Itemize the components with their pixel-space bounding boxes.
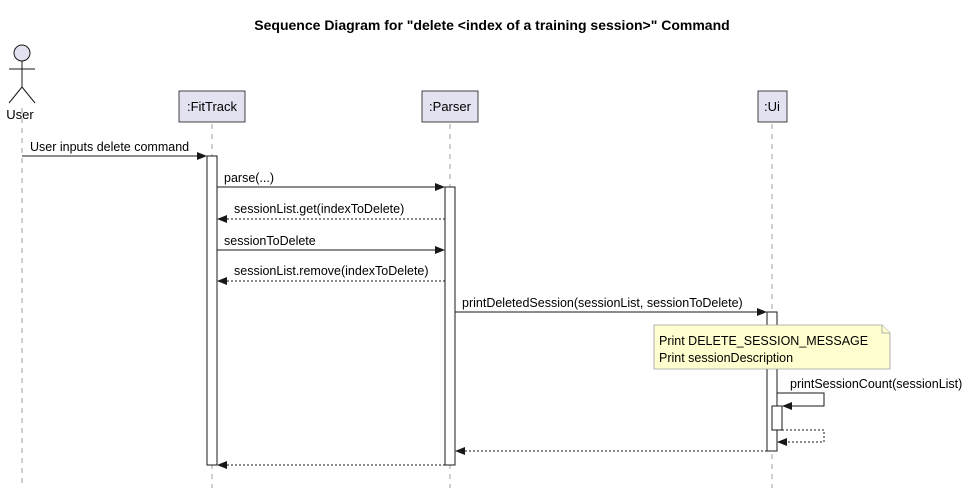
- message-label: printDeletedSession(sessionList, session…: [462, 296, 743, 310]
- message-sessionlist-remove: sessionList.remove(indexToDelete): [217, 264, 445, 285]
- actor-head-icon: [13, 44, 31, 62]
- participant-ui: :Ui: [757, 90, 788, 123]
- arrowhead-icon: [197, 152, 207, 160]
- arrowhead-icon: [217, 215, 227, 223]
- participant-label: :Ui: [764, 99, 780, 114]
- participant-box: [178, 90, 246, 123]
- message-label: parse(...): [224, 171, 274, 185]
- arrowhead-icon: [435, 246, 445, 254]
- participant-label: :Parser: [429, 99, 472, 114]
- note-line-2: Print sessionDescription: [659, 351, 793, 365]
- message-print-deleted-session: printDeletedSession(sessionList, session…: [455, 296, 767, 316]
- message-self-return: [777, 429, 825, 446]
- message-session-to-delete: sessionToDelete: [217, 234, 445, 254]
- fittrack-activation: [206, 155, 218, 466]
- message-print-session-count: printSessionCount(sessionList): [777, 377, 962, 410]
- note: Print DELETE_SESSION_MESSAGE Print sessi…: [653, 324, 891, 370]
- message-user-inputs-delete: User inputs delete command: [22, 140, 207, 160]
- arrowhead-icon: [757, 308, 767, 316]
- message-label: User inputs delete command: [30, 140, 189, 154]
- message-return-parser-to-fittrack: [217, 461, 445, 469]
- note-box: [653, 324, 891, 370]
- message-label: sessionToDelete: [224, 234, 316, 248]
- actor-label: User: [6, 107, 34, 122]
- arrowhead-icon: [455, 447, 465, 455]
- actor-right-leg: [21, 86, 36, 104]
- message-label: printSessionCount(sessionList): [790, 377, 962, 391]
- parser-activation: [444, 186, 456, 466]
- diagram-title: Sequence Diagram for "delete <index of a…: [254, 17, 729, 33]
- user-actor: User: [6, 44, 36, 122]
- participant-parser: :Parser: [421, 90, 479, 123]
- actor-left-leg: [8, 86, 23, 104]
- participant-box: [757, 90, 788, 123]
- message-return-ui-to-parser: [455, 447, 767, 455]
- note-line-1: Print DELETE_SESSION_MESSAGE: [659, 334, 868, 348]
- arrowhead-icon: [217, 277, 227, 285]
- participant-box: [421, 90, 479, 123]
- arrowhead-icon: [217, 461, 227, 469]
- message-parse: parse(...): [217, 171, 445, 191]
- note-fold: [881, 325, 890, 334]
- arrowhead-icon: [782, 402, 792, 410]
- message-label: sessionList.remove(indexToDelete): [234, 264, 429, 278]
- participant-fittrack: :FitTrack: [178, 90, 246, 123]
- ui-nested-activation: [771, 405, 783, 431]
- arrowhead-icon: [777, 438, 787, 446]
- ui-activation: [766, 311, 778, 452]
- arrowhead-icon: [435, 183, 445, 191]
- participant-label: :FitTrack: [187, 99, 238, 114]
- message-sessionlist-get: sessionList.get(indexToDelete): [217, 202, 445, 223]
- message-label: sessionList.get(indexToDelete): [234, 202, 404, 216]
